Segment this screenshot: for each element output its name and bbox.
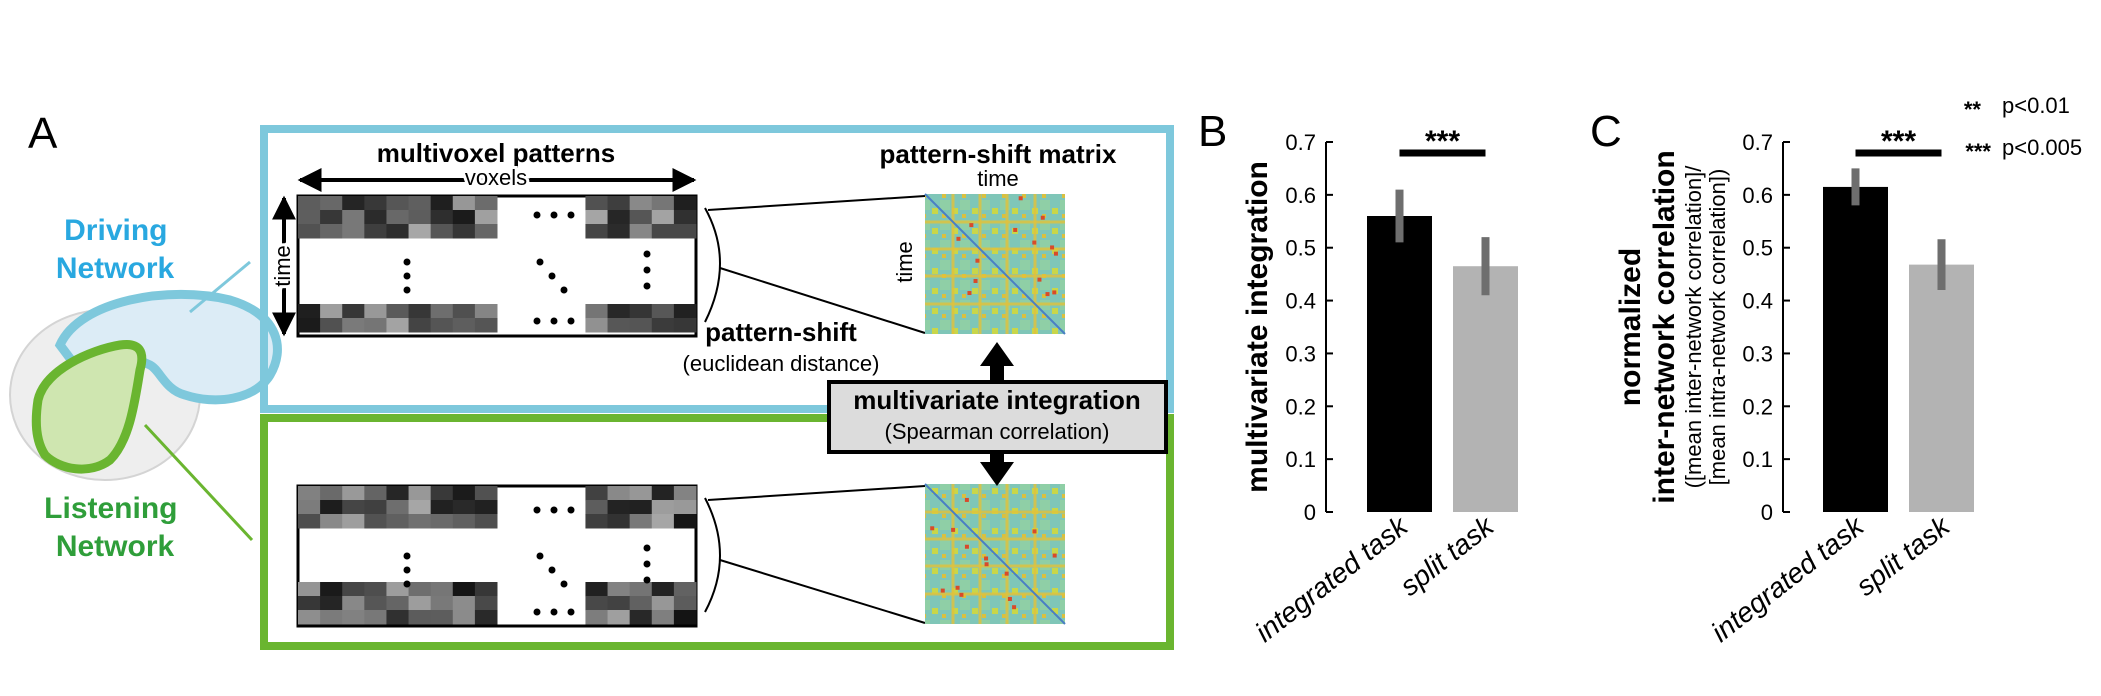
integration-title: multivariate integration [853,385,1141,415]
y-tick-label: 0.7 [1742,130,1773,155]
chart-b: 0 0.1 0.2 0.3 0.4 0.5 0.6 0.7 integrated taskspl… [1241,125,1518,648]
bar-split-task [1453,266,1518,512]
bar-split-task [1909,264,1974,512]
y-tick-label: 0.5 [1285,236,1316,261]
category-label: split task [1850,509,1956,602]
listening-network-label: Listening Network [44,492,186,563]
significance-legend: ** p<0.01 *** p<0.005 [1964,93,2082,164]
y-axis-title: multivariate integration [1241,161,1274,493]
category-label: integrated task [1249,509,1414,648]
driving-network-label: Driving Network [56,214,176,285]
bar-integrated-task [1367,216,1432,512]
brain-icon [9,260,282,542]
y-tick-label: 0.1 [1285,447,1316,472]
y-tick-label: 0 [1761,500,1773,525]
y-tick-label: 0.3 [1742,341,1773,366]
y-axis-title: normalizedinter-network correlation [1614,150,1681,503]
ellipsis-dots [403,211,651,325]
significance-stars: *** [1881,125,1916,158]
legend-triple-stars: *** [1965,139,1991,164]
matrix-title: pattern-shift matrix [880,139,1117,169]
pattern-shift-matrix-listening [924,483,1066,625]
y-tick-label: 0.6 [1742,183,1773,208]
bar-integrated-task [1823,186,1888,512]
y-tick-label: 0.6 [1285,183,1316,208]
multivoxel-grid-driving [296,194,698,338]
panel-c-letter: C [1590,107,1622,156]
legend-double-text: p<0.01 [2002,93,2070,118]
voxels-label: voxels [465,165,527,190]
panel-b-letter: B [1198,107,1227,156]
up-arrow [980,342,1014,380]
down-arrow [980,448,1014,486]
y-tick-label: 0.2 [1285,394,1316,419]
y-tick-label: 0.7 [1285,130,1316,155]
pattern-shift-matrix-driving [924,193,1066,335]
driving-network-box [260,125,1174,413]
legend-double-stars: ** [1964,97,1982,122]
panel-a-letter: A [28,109,58,158]
y-tick-label: 0.5 [1742,236,1773,261]
legend-triple-text: p<0.005 [2002,135,2082,160]
integration-sublabel: (Spearman correlation) [885,419,1110,444]
pattern-shift-sublabel: (euclidean distance) [683,351,880,376]
chart-c: 0 0.1 0.2 0.3 0.4 0.5 0.6 0.7 integrated taskspl… [1614,125,1974,648]
integration-box [827,380,1168,454]
matrix-time-side: time [892,241,917,283]
matrix-time-top: time [977,166,1019,191]
y-tick-label: 0.1 [1742,447,1773,472]
y-axis-subtitle: ([mean inter-network correlation]/[mean … [1681,165,1730,489]
significance-stars: *** [1425,125,1460,158]
category-label: integrated task [1705,509,1870,648]
pattern-shift-connector-bottom [704,485,926,624]
y-tick-label: 0.3 [1285,341,1316,366]
multivoxel-grid-listening [296,484,698,628]
pattern-shift-label: pattern-shift [705,317,857,347]
time-label: time [270,245,295,287]
category-label: split task [1394,509,1500,602]
y-tick-label: 0.4 [1285,289,1316,314]
y-tick-label: 0 [1304,500,1316,525]
y-tick-label: 0.2 [1742,394,1773,419]
multivoxel-title: multivoxel patterns [377,138,615,168]
listening-network-box [260,414,1174,650]
pattern-shift-connector-top [704,195,926,334]
y-tick-label: 0.4 [1742,289,1773,314]
